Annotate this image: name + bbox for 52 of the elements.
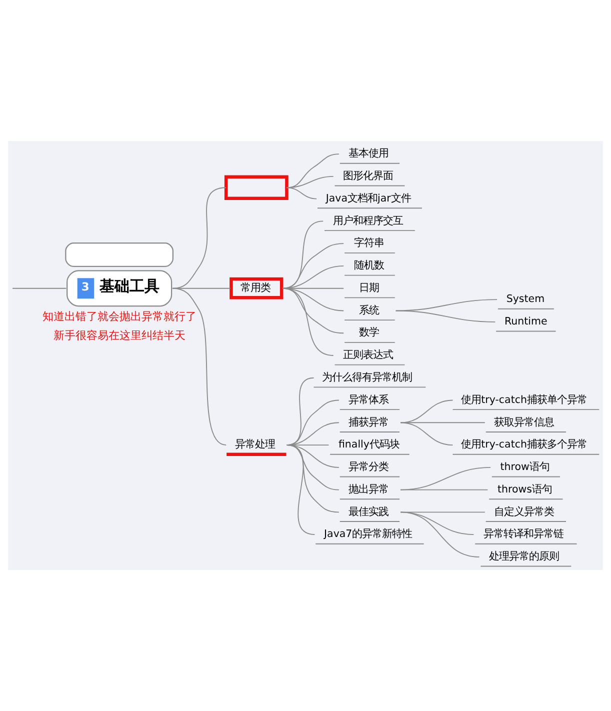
node-text: 基本使用 <box>348 148 388 160</box>
connector <box>172 187 227 289</box>
connector <box>286 176 334 188</box>
node-text: Java7的异常新特性 <box>324 528 412 540</box>
connector <box>282 243 344 289</box>
node-text: 日期 <box>358 282 379 294</box>
node-text: 数学 <box>358 326 379 339</box>
node-text: 使用try-catch捕获单个异常 <box>461 394 588 406</box>
label: 知道出错了就会抛出异常就行了 <box>42 310 196 324</box>
node-text: 最佳实践 <box>348 506 388 518</box>
connector <box>286 444 316 536</box>
connector <box>282 288 334 356</box>
connector <box>286 154 340 188</box>
node-text: 使用try-catch捕获多个异常 <box>461 438 588 451</box>
node-text: 捕获异常 <box>348 416 388 428</box>
connector <box>400 422 454 446</box>
connector <box>395 299 498 312</box>
node-box: 3 基础工具 <box>66 270 172 307</box>
node-text: 字符串 <box>354 237 384 250</box>
connector <box>12 288 67 289</box>
connector <box>400 512 486 513</box>
node-text: 抛出异常 <box>348 483 388 496</box>
node-text: 随机数 <box>354 260 384 272</box>
node-box <box>65 242 174 267</box>
node-text: 处理异常的原则 <box>489 550 560 563</box>
node-box <box>224 175 288 200</box>
node-text: throw语句 <box>500 461 550 474</box>
node-text: 异常处理 <box>234 438 275 451</box>
connector <box>395 310 496 322</box>
node-text: 正则表达式 <box>343 349 394 362</box>
connector <box>400 512 480 558</box>
node-text: Java文档和jar文件 <box>326 192 411 204</box>
node-text: 系统 <box>358 304 379 316</box>
node-text: System <box>506 293 545 306</box>
node-text: throws语句 <box>497 483 552 496</box>
node-text: finally代码块 <box>338 438 400 451</box>
node-text: 自定义异常类 <box>494 506 554 518</box>
node-box: 常用类 <box>230 277 284 300</box>
node-text: Runtime <box>504 316 548 328</box>
node-text: 图形化界面 <box>343 170 394 182</box>
connector <box>400 489 488 490</box>
label: 新手很容易在这里纠结半天 <box>53 328 186 342</box>
connector <box>400 466 491 490</box>
node-text: 异常分类 <box>348 461 388 474</box>
connector <box>172 288 227 446</box>
connector <box>286 187 318 200</box>
node-text: 获取异常信息 <box>494 416 554 428</box>
node-text: 异常体系 <box>348 394 388 406</box>
node-text: 为什么得有异常机制 <box>322 371 412 384</box>
node-text: 用户和程序交互 <box>332 214 403 227</box>
connector <box>400 422 486 424</box>
node-text: 异常转译和异常链 <box>484 528 564 540</box>
